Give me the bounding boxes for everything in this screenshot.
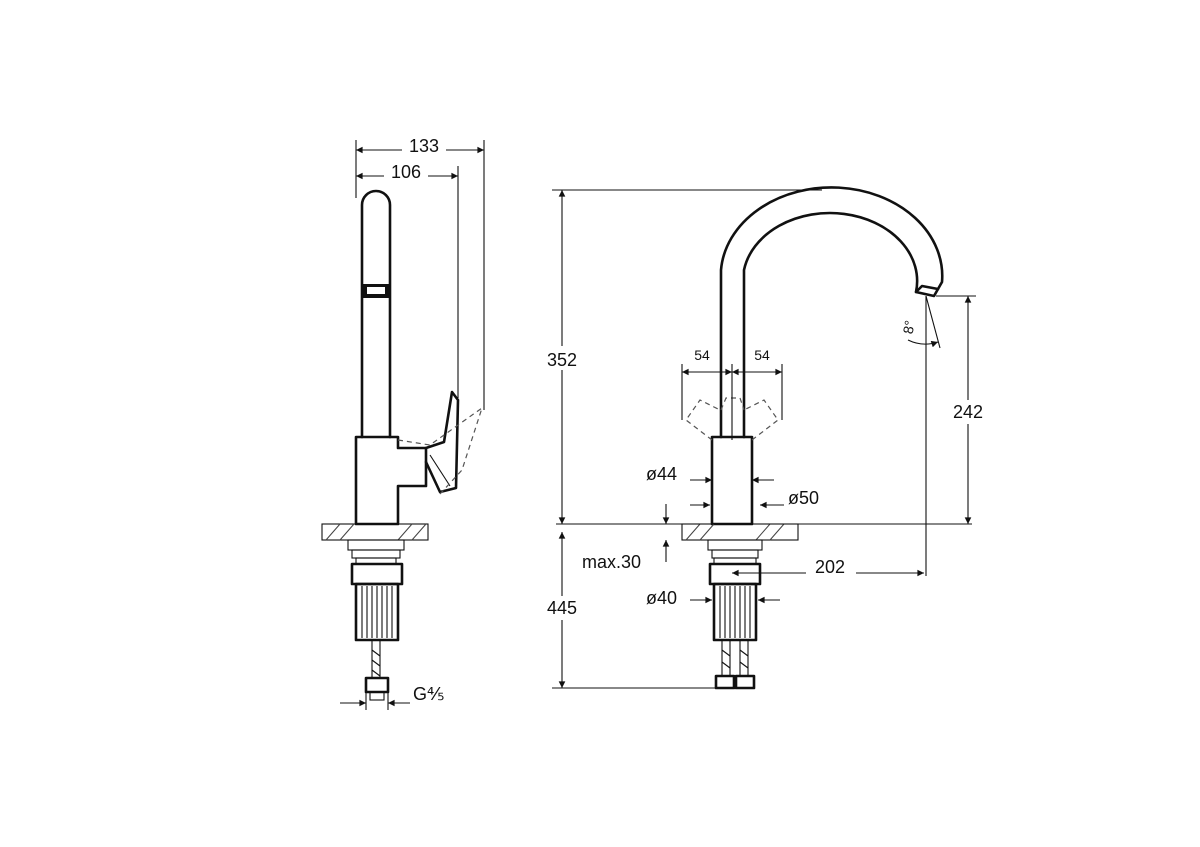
dim-connection: G⅘	[413, 684, 444, 704]
dim-dia-body: ø44	[646, 464, 677, 484]
dim-height-spout: 242	[953, 402, 983, 422]
side-view: 133 106 G⅘	[321, 136, 485, 710]
dim-handle-left: 54	[694, 347, 710, 363]
dim-max-deck: max.30	[582, 552, 641, 572]
dim-below-deck: 445	[547, 598, 577, 618]
dim-height-total: 352	[547, 350, 577, 370]
dim-width-total: 133	[409, 136, 439, 156]
dim-dia-base: ø50	[788, 488, 819, 508]
dim-reach: 202	[815, 557, 845, 577]
front-view: 352 445 242 8° 54 54 ø44 ø50	[540, 186, 990, 690]
dim-width-handle: 106	[391, 162, 421, 182]
dim-handle-right: 54	[754, 347, 770, 363]
dim-dia-shank: ø40	[646, 588, 677, 608]
dim-angle: 8°	[900, 319, 918, 335]
